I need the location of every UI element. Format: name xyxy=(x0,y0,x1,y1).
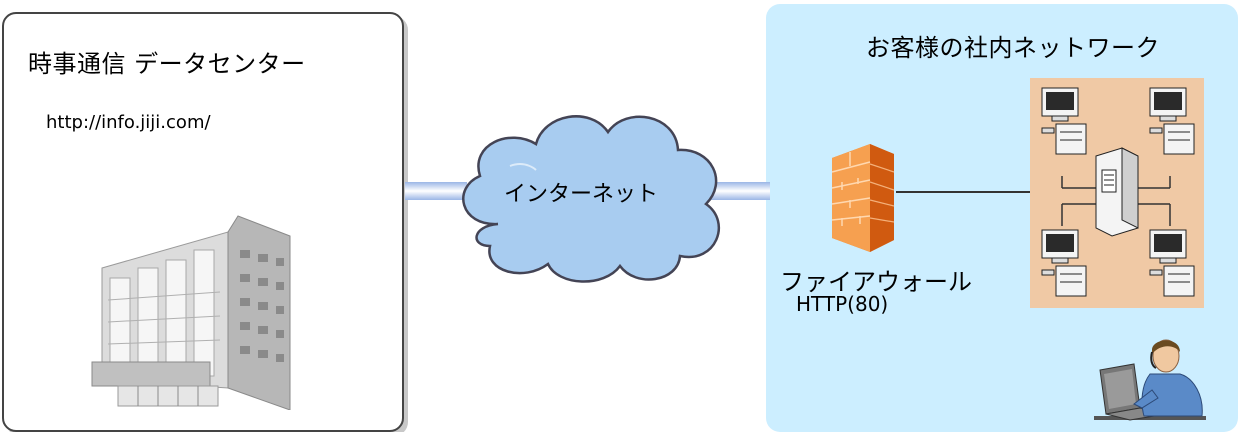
connection-pipe-right xyxy=(706,182,770,200)
connection-pipe-left xyxy=(405,182,467,200)
lan-diagram xyxy=(1041,87,1195,297)
firewall-label: ファイアウォール xyxy=(780,268,972,296)
computer-icon xyxy=(1041,87,1087,155)
cloud-icon xyxy=(462,115,721,283)
building-icon xyxy=(91,215,291,410)
datacenter-url[interactable]: http://info.jiji.com/ xyxy=(46,112,211,133)
firewall-lan-link xyxy=(896,191,1030,193)
server-icon xyxy=(1095,147,1139,237)
computer-icon xyxy=(1041,229,1087,297)
customer-network-title: お客様の社内ネットワーク xyxy=(866,34,1160,62)
firewall-port: HTTP(80) xyxy=(796,292,889,316)
computer-icon xyxy=(1149,87,1195,155)
person-icon xyxy=(1094,339,1206,421)
datacenter-title: 時事通信 データセンター xyxy=(28,50,306,78)
internet-label: インターネット xyxy=(504,182,659,207)
computer-icon xyxy=(1149,229,1195,297)
firewall-icon xyxy=(831,144,895,252)
